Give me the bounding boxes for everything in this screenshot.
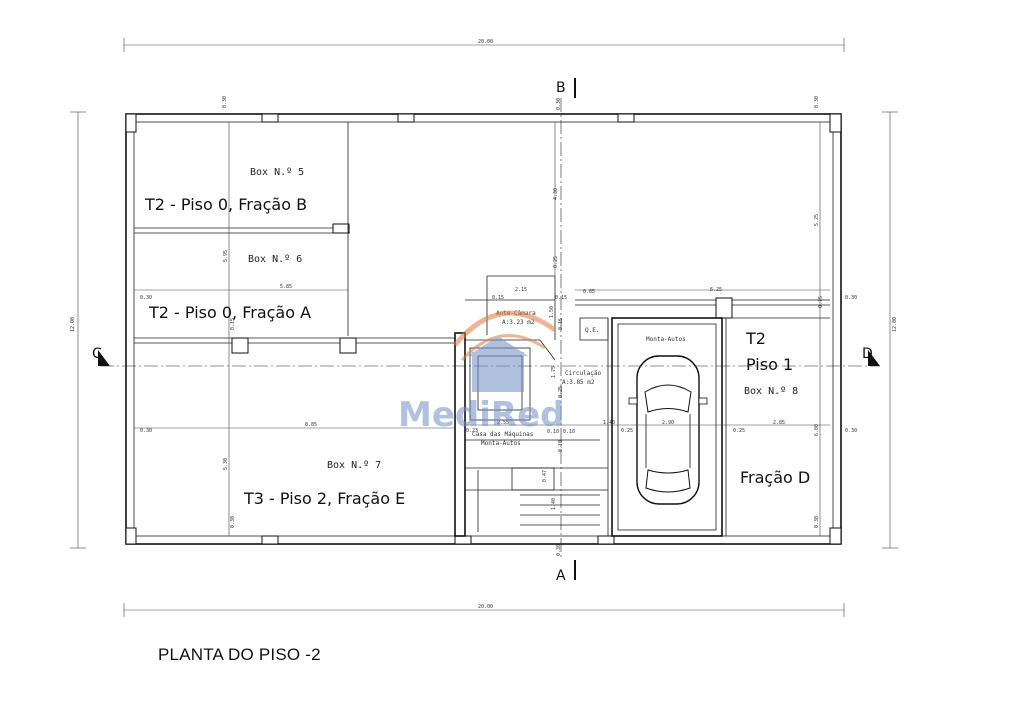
dim-label: 6.25 [710,287,722,293]
section-marker-right: D [862,346,873,362]
dim-label: 0.30 [845,428,857,434]
box-6-label: Box N.º 6 [248,254,302,265]
box-labels: Box N.º 5 Box N.º 6 Box N.º 7 Box N.º 8 [248,167,798,471]
dim-label: 6.00 [814,424,820,436]
dim-right-overall: 12.00 [892,317,898,332]
dim-label: 2.85 [773,420,785,426]
dim-label: 4.30 [553,188,559,200]
dim-label: 8.85 [305,422,317,428]
fraction-d-type: T2 [745,329,766,348]
section-marker-left: C [92,346,102,362]
dim-label: 1.75 [551,366,557,378]
qe-label: Q.E. [585,327,599,334]
dim-label: 0.23 [466,428,478,434]
plan-title: PLANTA DO PISO -2 [158,645,321,664]
dim-label: 0.30 [814,96,820,108]
dim-label: 5.30 [223,458,229,470]
dim-label: 0.10 [558,440,564,452]
dim-label: 0.30 [556,544,562,556]
dim-label: 5.25 [814,214,820,226]
fraction-d-label: Fração D [740,468,810,487]
dim-label: 2.15 [515,287,527,293]
ante-camara-area: A:3.23 m2 [502,319,535,326]
dim-label: 2.90 [662,420,674,426]
dim-label: 0.15 [230,318,236,330]
dim-label: 2.55 [497,420,509,426]
dim-label: 0.25 [733,428,745,434]
dim-label: 0.85 [583,289,595,295]
casa-maquinas-label-2: Monta-Autos [481,440,521,447]
dim-top-overall: 20.00 [478,39,493,45]
section-marker-bottom: A [556,568,566,584]
dim-label: 0.47 [542,470,548,482]
section-lines: B A C D [92,78,880,584]
section-marker-top: B [556,80,566,96]
fraction-d-floor: Piso 1 [746,355,793,374]
dimension-labels: 0.30 0.30 5.85 5.95 0.15 0.30 8.85 5.30 … [140,96,857,556]
overall-dimensions: 20.00 20.00 12.00 12.00 [70,38,898,617]
dim-label: 0.30 [845,295,857,301]
dim-label: 0.30 [230,516,236,528]
watermark-text: MediRed [398,395,564,435]
dim-label: 0.10 [563,429,575,435]
dim-label: 5.85 [280,284,292,290]
box-5-label: Box N.º 5 [250,167,304,178]
fraction-e-label: T3 - Piso 2, Fração E [243,489,405,508]
fraction-b-label: T2 - Piso 0, Fração B [144,195,307,214]
car-icon [628,355,708,505]
dim-label: 0.15 [555,295,567,301]
outer-walls [125,113,842,545]
box-7-label: Box N.º 7 [327,460,381,471]
dim-left-overall: 12.00 [70,317,76,332]
dim-label: 1.40 [603,420,615,426]
dim-label: 1.50 [549,306,555,318]
dim-label: 0.30 [140,295,152,301]
dim-label: 0.10 [547,429,559,435]
box-8-label: Box N.º 8 [744,386,798,397]
watermark-logo: MediRed [398,310,564,435]
dim-label: 0.30 [140,428,152,434]
dim-label: 0.30 [222,96,228,108]
dim-label: 0.30 [814,516,820,528]
casa-maquinas-label: Casa das Máquinas [472,431,534,438]
dim-label: 0.15 [818,296,824,308]
dim-label: 0.25 [553,256,559,268]
dim-label: 0.25 [621,428,633,434]
interior-dimension-lines [134,122,830,536]
interior-partitions [134,122,830,537]
dim-label: 0.15 [492,295,504,301]
dim-label: 5.95 [223,250,229,262]
dim-label: 0.25 [558,386,564,398]
fraction-a-label: T2 - Piso 0, Fração A [148,303,311,322]
dim-label: 0.30 [556,98,562,110]
dim-label: 0.15 [558,318,564,330]
dim-label: 1.40 [551,498,557,510]
circulacao-area: A:3.85 m2 [562,379,595,386]
dim-bottom-overall: 20.00 [478,604,493,610]
fraction-labels: T2 - Piso 0, Fração B T2 - Piso 0, Fraçã… [144,195,810,508]
monta-autos-label: Monta-Autos [646,336,686,343]
circulacao-label: Circulação [565,370,602,377]
